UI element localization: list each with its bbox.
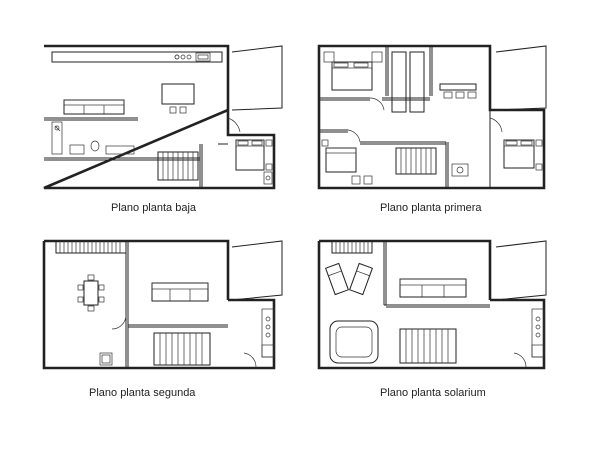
caption-planta-segunda: Plano planta segunda [89, 387, 196, 399]
solarium-terrace [495, 240, 547, 301]
first-outer-walls [317, 44, 546, 190]
floor-plan-first [300, 0, 600, 225]
kitchen-island [161, 83, 195, 114]
first-right-bed [503, 139, 543, 171]
sofa [63, 99, 125, 115]
first-terrace [495, 45, 547, 111]
kitchen-counter [51, 51, 223, 63]
solarium-outer-walls [317, 239, 546, 370]
second-terrace [231, 240, 283, 301]
jacuzzi [329, 320, 379, 364]
appliance-box [263, 171, 273, 185]
dining-table [77, 274, 105, 312]
ground-terrace [231, 45, 283, 111]
sun-loungers [324, 262, 374, 296]
floor-plan-solarium [300, 225, 600, 450]
floor-plan-second [0, 225, 300, 450]
first-second-bed [321, 139, 357, 173]
caption-planta-baja: Plano planta baja [111, 202, 197, 214]
solarium-railing [331, 240, 373, 254]
desk-stools [439, 83, 477, 99]
solarium-partitions [383, 241, 490, 308]
ground-partitions [44, 117, 228, 188]
caption-planta-primera: Plano planta primera [380, 202, 482, 214]
solarium-sofa [399, 278, 467, 298]
second-kitchen [261, 308, 275, 358]
second-appliance [99, 352, 113, 366]
second-partitions [125, 241, 228, 368]
entry-door [227, 117, 241, 133]
second-sofa [151, 282, 209, 302]
solarium-staircase [399, 328, 457, 364]
second-outer-walls [42, 239, 276, 370]
bedroom-bed [235, 139, 273, 171]
first-staircase [395, 147, 437, 175]
ground-outer-walls [43, 44, 276, 190]
first-bedroom-bed [323, 51, 383, 91]
bathroom [51, 121, 135, 155]
solarium-kitchen [531, 308, 545, 358]
caption-planta-solarium: Plano planta solarium [380, 387, 486, 399]
staircase [157, 151, 199, 181]
second-staircase [153, 332, 211, 366]
wardrobe [391, 51, 425, 113]
balcony-railing [55, 240, 127, 254]
first-bathroom [351, 163, 469, 185]
floor-plan-ground [0, 0, 300, 225]
